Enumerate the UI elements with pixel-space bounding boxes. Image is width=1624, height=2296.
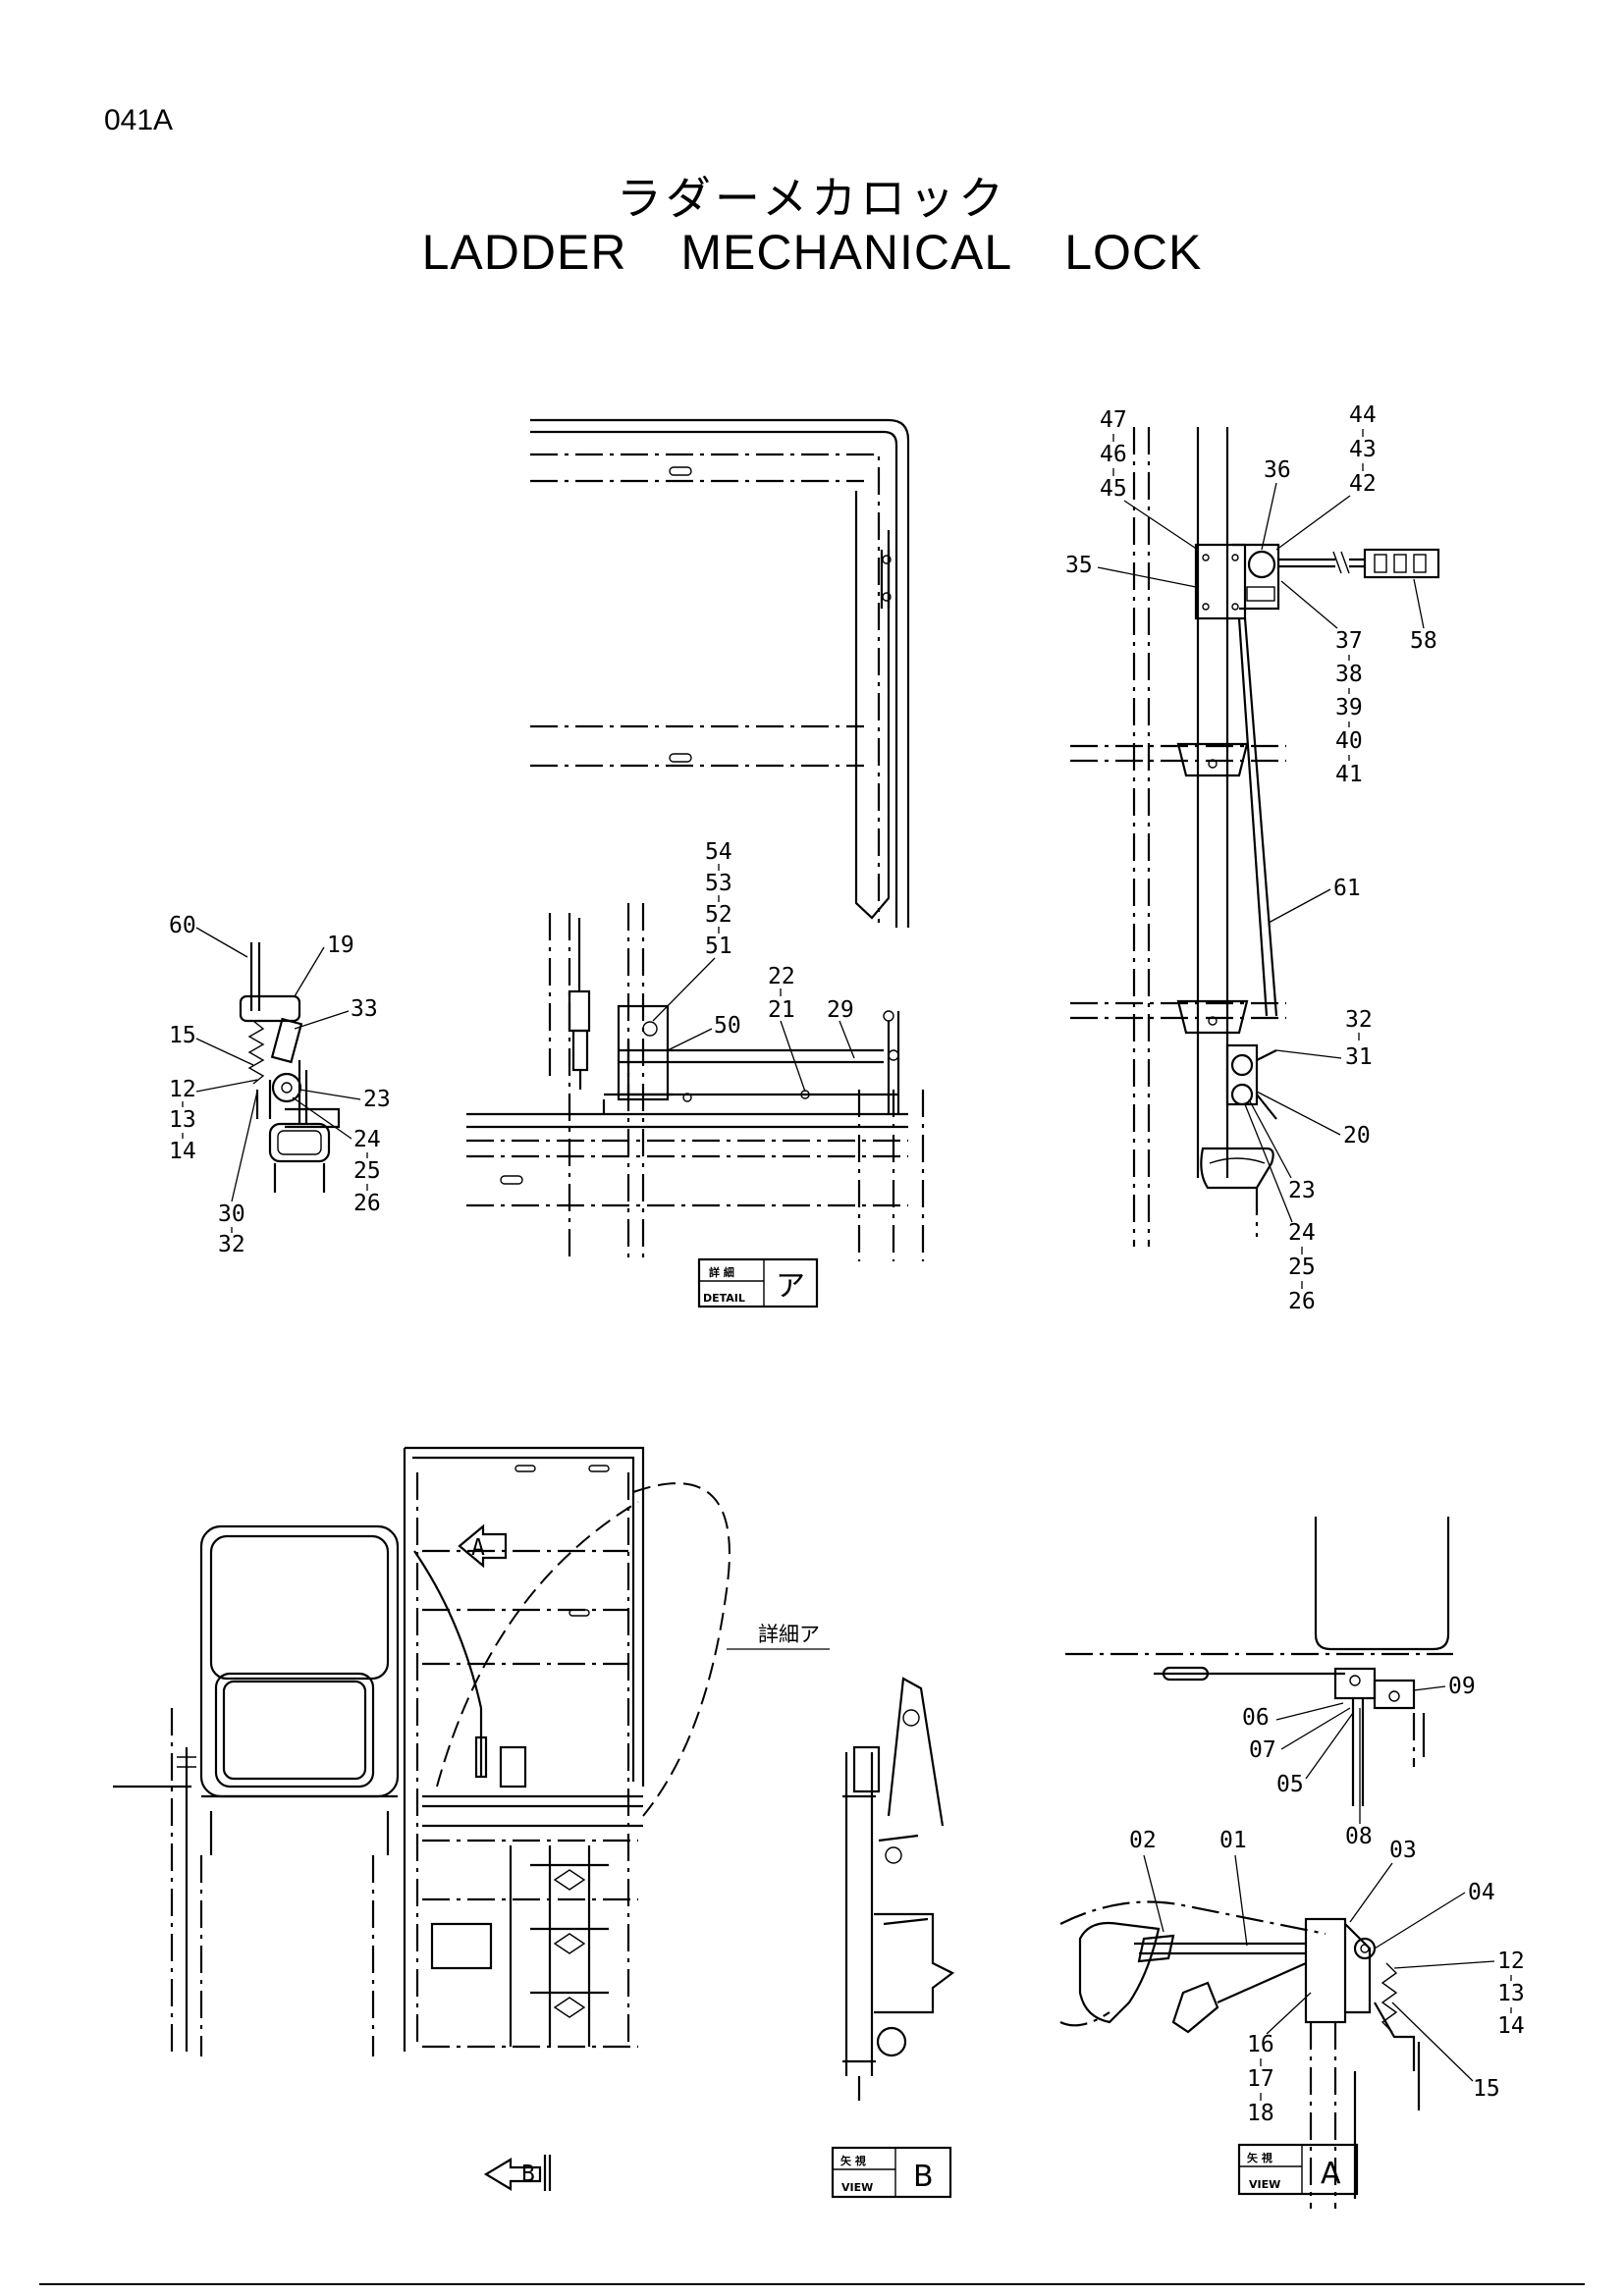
callout-31: 31 [1345, 1044, 1373, 1070]
callout-38: 38 [1335, 662, 1363, 687]
callout-37: 37 [1335, 628, 1363, 654]
detail-a-callout: 詳細ア [758, 1623, 820, 1646]
callout-41: 41 [1335, 762, 1363, 787]
page-code: 041A [104, 104, 174, 136]
callout-51: 51 [705, 934, 732, 959]
callout-22: 22 [768, 964, 795, 989]
callout-13-view-a: 13 [1497, 1981, 1525, 2006]
callout-29: 29 [827, 997, 854, 1023]
callout-06: 06 [1242, 1705, 1270, 1731]
callout-15: 15 [169, 1023, 196, 1048]
callout-09: 09 [1448, 1674, 1476, 1699]
callout-53: 53 [705, 871, 732, 896]
callout-03: 03 [1389, 1838, 1417, 1863]
callout-42: 42 [1349, 471, 1377, 497]
callout-18: 18 [1247, 2101, 1274, 2126]
callout-23-left: 23 [363, 1087, 391, 1112]
machine-assembly-labels: A B 詳細ア [471, 1535, 820, 2187]
callout-24-right: 24 [1288, 1220, 1316, 1246]
callout-07: 07 [1249, 1737, 1276, 1763]
left-detail-drawing [239, 942, 341, 1193]
callout-54: 54 [705, 839, 732, 865]
machine-assembly-drawing [113, 1446, 830, 2191]
view-a-lower-callouts: 02 01 03 04 12 13 14 15 16 17 18 [1129, 1828, 1525, 2126]
view-a-upper-drawing [1065, 1517, 1453, 1806]
callout-61: 61 [1333, 876, 1361, 901]
view-b-latin: VIEW [841, 2181, 873, 2194]
detail-a-latin: DETAIL [703, 1292, 745, 1305]
callout-47: 47 [1100, 407, 1127, 433]
callout-20: 20 [1343, 1123, 1371, 1148]
callout-25-left: 25 [353, 1158, 381, 1184]
callout-50: 50 [714, 1013, 741, 1039]
callout-25-right: 25 [1288, 1255, 1316, 1280]
callout-21: 21 [768, 997, 795, 1023]
callout-46: 46 [1100, 442, 1127, 467]
arrow-a-letter: A [471, 1535, 485, 1561]
callout-15-view-a: 15 [1473, 2076, 1500, 2102]
callout-04: 04 [1468, 1880, 1495, 1905]
callout-43: 43 [1349, 437, 1377, 462]
callout-52: 52 [705, 902, 732, 928]
right-side-drawing [1070, 427, 1440, 1247]
callout-08: 08 [1345, 1824, 1373, 1849]
detail-a-label-box: 詳 細 DETAIL ア [697, 1257, 819, 1308]
view-a-latin: VIEW [1249, 2178, 1280, 2191]
detail-a-letter: ア [776, 1269, 805, 1304]
view-a-upper-callouts: 09 06 07 05 08 [1242, 1674, 1476, 1849]
left-detail-callouts: 60 19 33 15 12 13 14 23 24 25 26 30 32 [169, 913, 391, 1257]
callout-40: 40 [1335, 728, 1363, 754]
callout-45: 45 [1100, 476, 1127, 502]
callout-12: 12 [169, 1077, 196, 1102]
callout-19: 19 [327, 933, 354, 958]
callout-26-right: 26 [1288, 1289, 1316, 1314]
callout-05: 05 [1276, 1772, 1304, 1797]
arrow-b-letter: B [521, 2162, 535, 2187]
view-a-kanji: 矢 視 [1247, 2151, 1272, 2164]
detail-a-callouts: 54 53 52 51 22 21 29 50 [652, 839, 855, 1093]
callout-13: 13 [169, 1107, 196, 1133]
callout-58: 58 [1410, 628, 1437, 654]
detail-a-kanji: 詳 細 [709, 1265, 734, 1279]
view-a-lower-drawing [1059, 1900, 1421, 2209]
view-a-letter: A [1321, 2157, 1341, 2191]
view-b-label-box: 矢 視 VIEW B [831, 2146, 952, 2199]
callout-35: 35 [1065, 553, 1093, 578]
view-a-label-box: 矢 視 VIEW A [1237, 2143, 1359, 2196]
callout-36: 36 [1264, 457, 1291, 483]
callout-14-view-a: 14 [1497, 2013, 1525, 2039]
callout-02: 02 [1129, 1828, 1157, 1853]
right-side-callouts: 47 46 45 44 43 42 36 35 58 37 38 39 40 4… [1065, 402, 1437, 1314]
callout-17: 17 [1247, 2066, 1274, 2092]
callout-60: 60 [169, 913, 196, 938]
callout-16: 16 [1247, 2032, 1274, 2057]
callout-24-left: 24 [353, 1127, 381, 1152]
callout-32-left: 32 [218, 1232, 245, 1257]
callout-30-left: 30 [218, 1201, 245, 1227]
title-japanese: ラダーメカロック [616, 172, 1008, 225]
callout-23-right: 23 [1288, 1178, 1316, 1203]
bottom-rule [39, 2283, 1585, 2285]
callout-32-right: 32 [1345, 1007, 1373, 1033]
callout-26-left: 26 [353, 1191, 381, 1216]
view-b-drawing [842, 1677, 955, 2101]
callout-44: 44 [1349, 402, 1377, 428]
callout-33: 33 [351, 996, 378, 1022]
view-b-kanji: 矢 視 [840, 2154, 866, 2167]
callout-01: 01 [1219, 1828, 1247, 1853]
detail-a-drawing [466, 418, 925, 1261]
callout-39: 39 [1335, 695, 1363, 721]
title-english: LADDER MECHANICAL LOCK [421, 225, 1203, 280]
view-b-letter: B [913, 2160, 934, 2194]
callout-14: 14 [169, 1139, 196, 1164]
callout-12-view-a: 12 [1497, 1949, 1525, 1974]
